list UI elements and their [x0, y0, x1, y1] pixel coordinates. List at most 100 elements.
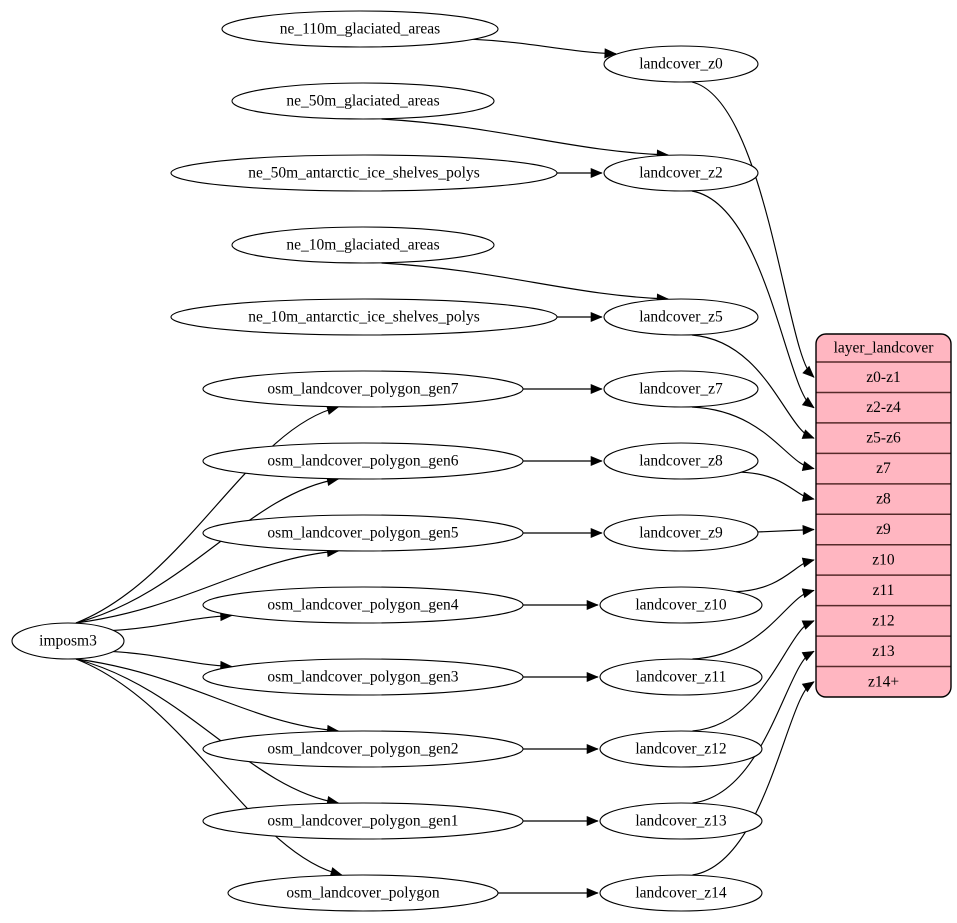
edge-arrowhead — [590, 383, 603, 395]
node-landcover_z14[interactable]: landcover_z14 — [599, 874, 763, 912]
edge-arrowhead — [801, 491, 815, 502]
node-osm_landcover_polygon_gen6[interactable]: osm_landcover_polygon_gen6 — [202, 442, 524, 480]
table-row-z5-z6[interactable] — [816, 423, 951, 453]
node-landcover_z9[interactable]: landcover_z9 — [603, 514, 759, 552]
edge-landcover_z10-to-layer_landcover-z10 — [735, 559, 815, 593]
node-ellipse — [603, 154, 759, 192]
edge-arrowhead — [801, 557, 815, 568]
node-ne_50m_antarctic_ice_shelves_polys[interactable]: ne_50m_antarctic_ice_shelves_polys — [170, 154, 558, 192]
node-ellipse — [603, 370, 759, 408]
edge-imposm3-to-osm_landcover_polygon_gen2 — [75, 658, 339, 732]
node-osm_landcover_polygon_gen3[interactable]: osm_landcover_polygon_gen3 — [202, 658, 524, 696]
node-ellipse — [202, 442, 524, 480]
node-landcover_z13[interactable]: landcover_z13 — [599, 802, 763, 840]
node-ellipse — [603, 514, 759, 552]
node-ne_50m_glaciated_areas[interactable]: ne_50m_glaciated_areas — [231, 82, 495, 120]
node-landcover_z11[interactable]: landcover_z11 — [599, 658, 763, 696]
edge-arrowhead — [801, 461, 815, 471]
node-ellipse — [202, 514, 524, 552]
edge-landcover_z8-to-layer_landcover-z8 — [741, 471, 815, 500]
node-osm_landcover_polygon_gen2[interactable]: osm_landcover_polygon_gen2 — [202, 730, 524, 768]
node-ellipse — [202, 586, 524, 624]
edge-ne_10m_glaciated_areas-to-landcover_z5 — [381, 262, 669, 300]
table-row-z7[interactable] — [816, 453, 951, 483]
node-osm_landcover_polygon_gen7[interactable]: osm_landcover_polygon_gen7 — [202, 370, 524, 408]
node-ellipse — [202, 730, 524, 768]
table-row-z10[interactable] — [816, 545, 951, 575]
edge-arrowhead — [801, 650, 815, 662]
node-ellipse — [603, 298, 759, 336]
edge-arrowhead — [586, 743, 599, 755]
node-imposm3[interactable]: imposm3 — [11, 622, 125, 660]
edge-landcover_z2-to-layer_landcover-z2-z4 — [691, 190, 815, 409]
table-outline — [815, 333, 952, 698]
edge-arrowhead — [586, 599, 599, 611]
node-landcover_z5[interactable]: landcover_z5 — [603, 298, 759, 336]
edge-arrowhead — [604, 48, 617, 59]
edge-imposm3-to-osm_landcover_polygon_gen4 — [113, 615, 232, 631]
node-landcover_z8[interactable]: landcover_z8 — [603, 442, 759, 480]
edge-landcover_z14-to-layer_landcover-z14+ — [692, 681, 815, 876]
edge-arrowhead — [586, 671, 599, 683]
edge-imposm3-to-osm_landcover_polygon_gen1 — [75, 658, 339, 804]
node-ellipse — [202, 658, 524, 696]
edge-imposm3-to-osm_landcover_polygon — [75, 658, 343, 876]
node-ellipse — [599, 730, 763, 768]
edge-arrowhead — [590, 311, 603, 323]
node-ne_10m_antarctic_ice_shelves_polys[interactable]: ne_10m_antarctic_ice_shelves_polys — [170, 298, 558, 336]
edge-imposm3-to-osm_landcover_polygon_gen3 — [113, 651, 232, 667]
node-ellipse — [11, 622, 125, 660]
node-ellipse — [202, 802, 524, 840]
edge-arrowhead — [590, 167, 603, 179]
table-row-z11[interactable] — [816, 575, 951, 605]
edge-landcover_z0-to-layer_landcover-z0-z1 — [691, 81, 815, 378]
node-osm_landcover_polygon_gen1[interactable]: osm_landcover_polygon_gen1 — [202, 802, 524, 840]
node-ne_10m_glaciated_areas[interactable]: ne_10m_glaciated_areas — [231, 226, 495, 264]
node-landcover_z7[interactable]: landcover_z7 — [603, 370, 759, 408]
edge-arrowhead — [586, 815, 599, 827]
node-ellipse — [599, 874, 763, 912]
edge-arrowhead — [590, 527, 603, 539]
node-landcover_z0[interactable]: landcover_z0 — [603, 45, 759, 83]
node-ellipse — [599, 658, 763, 696]
node-landcover_z2[interactable]: landcover_z2 — [603, 154, 759, 192]
node-landcover_z10[interactable]: landcover_z10 — [599, 586, 763, 624]
node-ellipse — [231, 226, 495, 264]
edge-arrowhead — [590, 455, 603, 467]
edge-arrowhead — [802, 365, 815, 378]
edge-arrowhead — [801, 429, 815, 439]
node-ellipse — [202, 370, 524, 408]
edge-arrowhead — [586, 887, 599, 899]
node-ellipse — [227, 874, 499, 912]
node-ellipse — [231, 82, 495, 120]
layer-landcover-table[interactable]: layer_landcoverz0-z1z2-z4z5-z6z7z8z9z10z… — [815, 333, 952, 698]
edge-ne_50m_glaciated_areas-to-landcover_z2 — [381, 118, 669, 156]
node-osm_landcover_polygon[interactable]: osm_landcover_polygon — [227, 874, 499, 912]
node-ellipse — [599, 586, 763, 624]
table-row-z12[interactable] — [816, 606, 951, 636]
node-osm_landcover_polygon_gen5[interactable]: osm_landcover_polygon_gen5 — [202, 514, 524, 552]
node-ellipse — [599, 802, 763, 840]
table-row-z14+[interactable] — [816, 667, 951, 697]
edge-ne_110m_glaciated_areas-to-landcover_z0 — [473, 38, 616, 55]
edge-arrowhead — [801, 588, 815, 599]
node-ellipse — [603, 45, 759, 83]
edge-landcover_z13-to-layer_landcover-z13 — [692, 650, 815, 804]
node-ellipse — [170, 154, 558, 192]
edge-arrowhead — [801, 620, 815, 630]
edge-arrowhead — [802, 524, 815, 536]
node-landcover_z12[interactable]: landcover_z12 — [599, 730, 763, 768]
table-row-z8[interactable] — [816, 484, 951, 514]
node-osm_landcover_polygon_gen4[interactable]: osm_landcover_polygon_gen4 — [202, 586, 524, 624]
table-row-z0-z1[interactable] — [816, 362, 951, 392]
edges-layer — [75, 38, 815, 899]
node-ellipse — [221, 10, 499, 48]
table-row-z13[interactable] — [816, 636, 951, 666]
table-row-z2-z4[interactable] — [816, 392, 951, 422]
node-ne_110m_glaciated_areas[interactable]: ne_110m_glaciated_areas — [221, 10, 499, 48]
node-ellipse — [603, 442, 759, 480]
nodes-layer: imposm3 ne_110m_glaciated_areas ne_50m_gla… — [11, 10, 763, 912]
table-row-z9[interactable] — [816, 514, 951, 544]
